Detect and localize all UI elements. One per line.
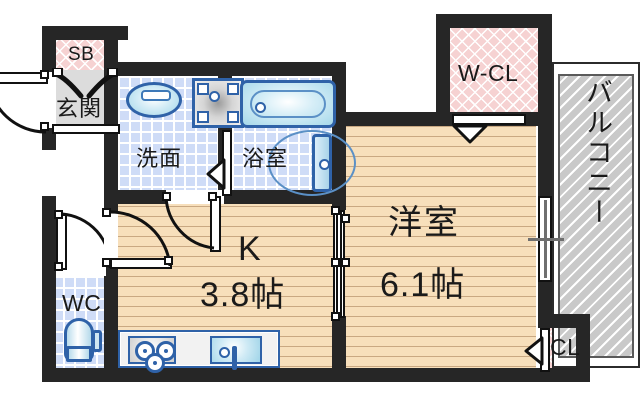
wash-basin-faucet [141,90,171,101]
entrance-door-arc [0,106,47,134]
shower-swing-arc [268,130,356,196]
toilet-tank [66,346,92,362]
entrance-label: 玄関 [56,96,103,121]
bathroom-label: 浴室 [242,146,289,171]
entrance-door-gap [42,72,56,128]
wall-bottom [42,368,576,382]
shoe-box-label: SB [68,44,95,65]
kitchen-sink-drain [219,347,230,358]
wall-kitchen-left [42,196,56,382]
closet-label: CL [550,334,581,360]
washer-pan-corner-br [227,111,239,123]
kitchen-faucet [232,346,237,370]
walk-in-closet-door-arrow [452,124,488,144]
wc-door-hinge-top [54,210,63,219]
balcony-floor [558,74,634,358]
bathtub [240,80,336,128]
washer-pan-corner-bl [197,111,209,123]
toilet-flush-lever [92,330,102,352]
room-slider-stop-bottom [331,312,340,321]
balcony-door-handle [528,238,564,241]
room-slider-stop-top2 [341,214,350,223]
kitchen-size-label: 3.8帖 [200,276,286,314]
washroom-door-hinge-end [164,256,173,265]
room-sliding-door-leaf-bottom[interactable] [336,264,342,316]
room-slider-stop-top [331,206,340,215]
wall-room-left-upper [332,190,346,210]
washroom-inner-door-arc [164,195,215,250]
washroom-inner-hinge-right [208,192,217,201]
shoe-box-door[interactable] [52,68,118,100]
wall-wcl-right [538,14,552,126]
western-room-floor [338,126,536,370]
washer-pan-corner-tr [227,83,239,95]
wall-room-right-upper [538,126,552,200]
entrance-threshold [52,124,120,134]
wc-door-hinge-bottom [54,262,63,271]
gas-stove [128,336,176,373]
toilet-label: WC [62,290,102,316]
closet-door-arrow [524,336,544,366]
wall-wcl-left [436,14,450,126]
room-slider-stop-mid-b [341,258,350,267]
bathroom-door-arrow [206,158,226,190]
walk-in-closet-label: W-CL [458,60,519,86]
wall-wcl-top [436,14,552,28]
kitchen-label: K [238,230,263,268]
washroom-label: 洗面 [136,146,183,171]
entrance-door-hinge-top [40,70,49,79]
wall-cl-top [538,314,590,328]
washroom-door-gap [104,212,118,266]
wall-entrance-right [104,26,118,132]
walk-in-closet-door-panel[interactable] [452,114,526,125]
wall-room-left-lower [332,316,346,374]
western-room-label: 洋室 [388,204,460,242]
room-slider-stop-mid-a [331,258,340,267]
entrance-door-hinge-bottom [40,122,49,131]
washroom-door-hinge-top [102,208,111,217]
balcony-label: バルコニー [582,78,612,228]
washroom-door-hinge-bottom [102,258,111,267]
wash-basin [126,82,182,118]
wall-room-top-left [338,112,444,126]
washroom-inner-hinge-left [162,192,171,201]
wall-cl-right [576,314,590,382]
bathtub-drain [255,102,266,113]
washer-pan-drain [209,91,220,102]
washroom-door-arc [109,210,172,267]
wc-door-gap [56,262,106,276]
washer-pan-corner-tl [197,83,209,95]
walk-in-closet-area [444,26,544,126]
bathtub-inner-edge [250,90,326,118]
stove-burner-3 [145,353,165,373]
washing-machine-pan [192,78,244,128]
wall-hall-left [104,132,118,206]
western-room-size-label: 6.1帖 [380,266,466,304]
